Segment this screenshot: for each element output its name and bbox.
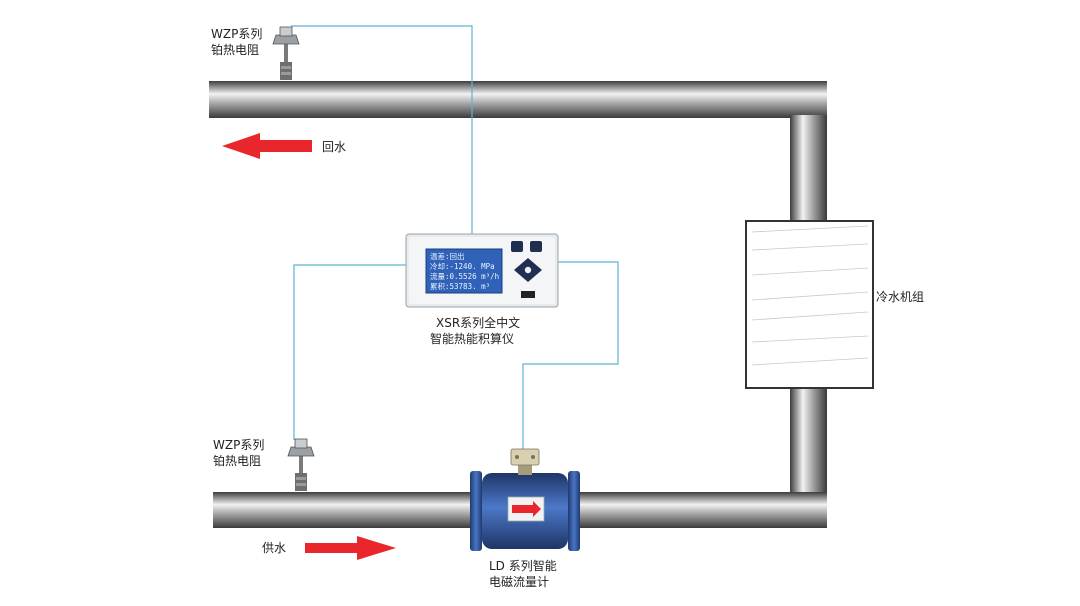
supply-temperature-sensor bbox=[287, 438, 315, 491]
supply-sensor-label: WZP系列 铂热电阻 bbox=[213, 438, 268, 468]
wire-flowmeter bbox=[522, 261, 619, 453]
wire-return-sensor bbox=[291, 25, 473, 236]
calculator-key-1 bbox=[511, 241, 523, 252]
supply-water-arrow bbox=[305, 536, 396, 560]
calculator-label: XSR系列全中文 智能热能积算仪 bbox=[430, 315, 524, 346]
heat-energy-calculator: 温差:回出 冷却:-1240. MPa 流量:0.5526 m³/h 累积:53… bbox=[405, 233, 559, 308]
screen-line-1: 温差:回出 bbox=[430, 251, 465, 261]
electromagnetic-flowmeter bbox=[470, 448, 580, 551]
calculator-screen: 温差:回出 冷却:-1240. MPa 流量:0.5526 m³/h 累积:53… bbox=[425, 248, 503, 294]
usb-port bbox=[521, 291, 535, 298]
screen-line-4: 累积:53783. m³ bbox=[430, 281, 490, 291]
chiller-label: 冷水机组 bbox=[876, 290, 924, 304]
calculator-key-2 bbox=[530, 241, 542, 252]
chiller-unit bbox=[745, 220, 874, 389]
screen-line-2: 冷却:-1240. MPa bbox=[430, 261, 495, 271]
wire-supply-sensor bbox=[293, 264, 407, 440]
return-temperature-sensor bbox=[272, 26, 300, 80]
return-sensor-label: WZP系列 铂热电阻 bbox=[211, 27, 266, 57]
supply-water-label: 供水 bbox=[262, 541, 286, 555]
return-water-arrow bbox=[222, 133, 312, 159]
flow-direction-arrow bbox=[512, 501, 541, 517]
screen-line-3: 流量:0.5526 m³/h bbox=[430, 271, 499, 281]
return-water-label: 回水 bbox=[322, 140, 346, 154]
return-pipe bbox=[209, 81, 827, 118]
flowmeter-label: LD 系列智能 电磁流量计 bbox=[489, 558, 561, 589]
